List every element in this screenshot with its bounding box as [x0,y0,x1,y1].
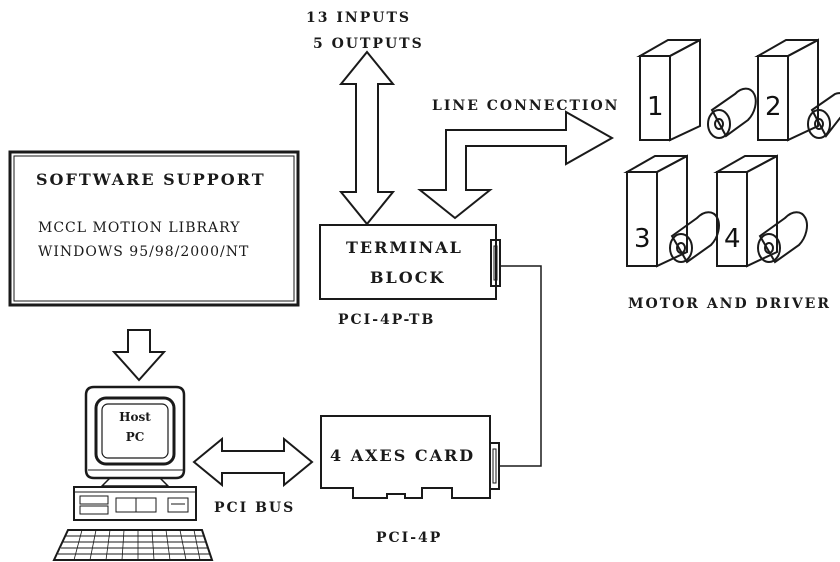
terminal-block-label-1: TERMINAL [346,238,463,257]
software-library-text: MCCL MOTION LIBRARY [38,220,241,236]
io-inputs-label: 13 INPUTS [306,10,411,26]
motor-1-icon [636,38,757,142]
motor-1-number: 1 [647,92,664,122]
axes-card-connector [489,442,500,490]
axes-card-box [320,415,491,499]
motor-and-driver-caption: MOTOR AND DRIVER [628,296,831,312]
terminal-block-connector [490,239,501,287]
software-support-title: SOFTWARE SUPPORT [36,170,266,189]
line-connection-arrow [417,110,615,220]
io-double-arrow [338,50,396,226]
software-support-box [8,150,300,307]
tb-card-cable [500,265,542,467]
host-pc-icon [52,385,214,561]
terminal-block-label-2: BLOCK [370,268,446,287]
software-down-arrow [111,329,167,382]
terminal-block-box [319,224,497,300]
line-connection-label: LINE CONNECTION [432,98,620,114]
motor-4-icon [713,154,808,268]
axes-card-part-number: PCI-4P [376,530,443,546]
pci-bus-double-arrow [192,436,314,488]
motor-2-number: 2 [765,92,782,122]
terminal-block-part-number: PCI-4P-TB [338,312,436,328]
axes-card-label: 4 AXES CARD [330,446,476,465]
pci-bus-label: PCI BUS [214,500,296,516]
software-windows-text: WINDOWS 95/98/2000/NT [38,244,250,260]
motor-3-number: 3 [634,224,651,254]
host-pc-label-2: PC [125,430,145,444]
io-outputs-label: 5 OUTPUTS [313,36,424,52]
motor-2-icon [754,38,840,142]
host-pc-label-1: Host [119,410,151,424]
motor-4-number: 4 [724,224,741,254]
